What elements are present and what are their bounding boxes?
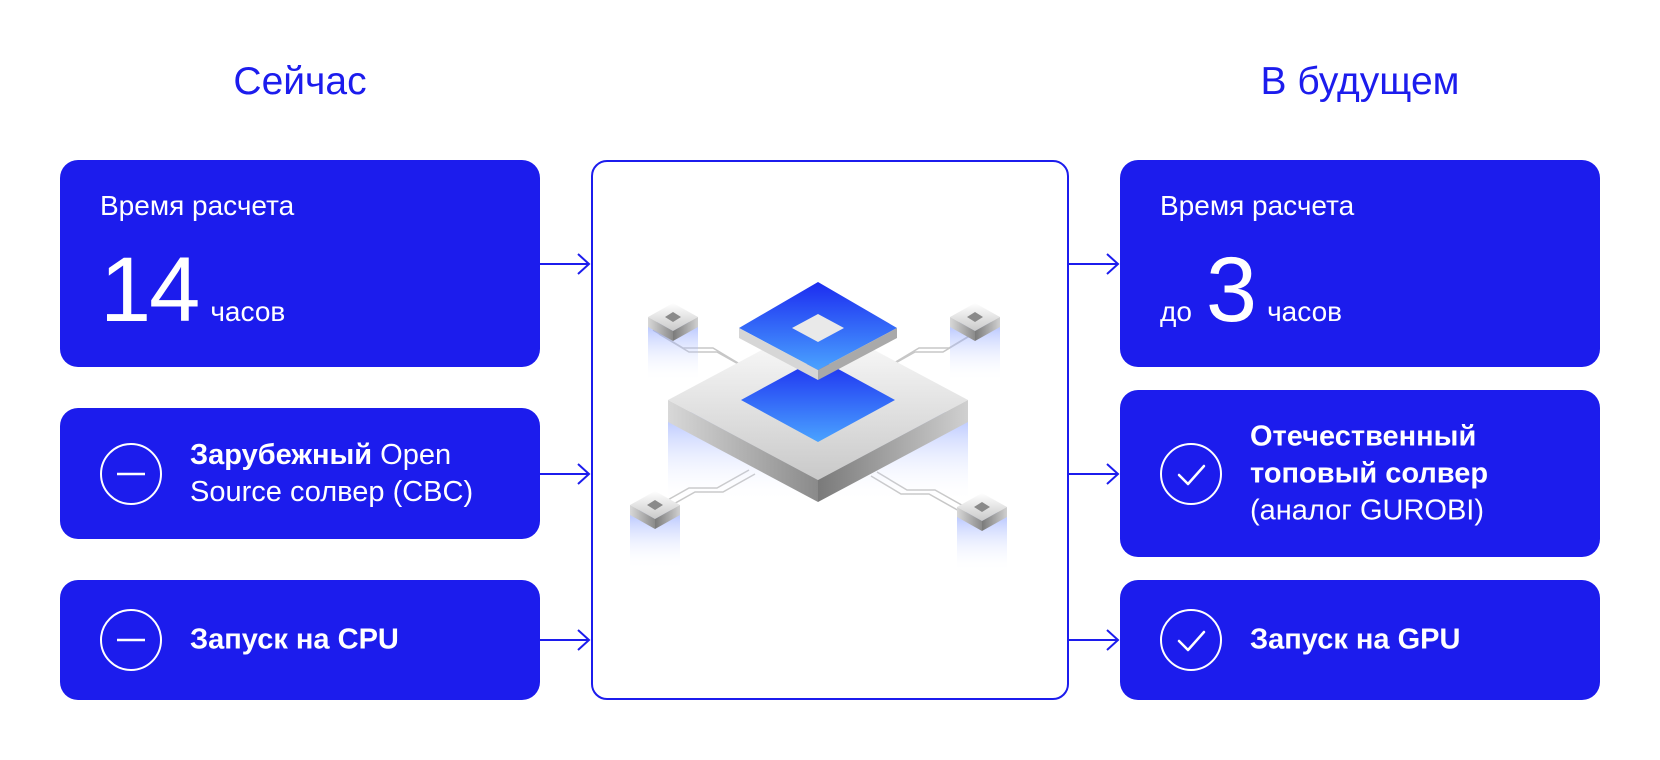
future-heading: В будущем	[1260, 60, 1460, 103]
future-solver-regular: (аналог GUROBI)	[1250, 494, 1484, 526]
current-launch-card: Запуск на CPU	[60, 580, 540, 700]
current-launch-text: Запуск на CPU	[190, 622, 540, 659]
future-solver-text: Отечественный топовый солвер (аналог GURO…	[1250, 418, 1600, 529]
future-time-label: Время расчета	[1160, 190, 1355, 221]
future-launch-text: Запуск на GPU	[1250, 622, 1600, 659]
current-heading: Сейчас	[233, 60, 367, 103]
check-circle-icon	[1160, 442, 1222, 505]
chip-top	[739, 282, 897, 380]
future-time-prefix: до	[1160, 296, 1192, 327]
future-time-value: 3	[1205, 239, 1257, 341]
check-circle-icon	[1160, 609, 1222, 671]
node-top-left	[648, 303, 698, 382]
current-solver-card: Зарубежный Open Source солвер (CBC)	[60, 408, 540, 539]
minus-circle-icon	[100, 442, 162, 505]
chip-base	[668, 320, 968, 502]
future-launch-bold: Запуск на GPU	[1250, 623, 1461, 656]
current-time-unit: часов	[210, 296, 286, 327]
future-solver-card: Отечественный топовый солвер (аналог GURO…	[1120, 390, 1600, 557]
current-solver-text: Зарубежный Open Source солвер (CBC)	[190, 437, 540, 511]
future-launch-card: Запуск на GPU	[1120, 580, 1600, 700]
current-solver-regular: Open Source солвер (CBC)	[190, 438, 474, 508]
node-top-right	[950, 303, 1000, 382]
node-bottom-right	[957, 493, 1007, 572]
future-time-unit: часов	[1267, 296, 1343, 327]
current-time-value: 14	[100, 239, 200, 341]
current-solver-bold: Зарубежный	[190, 438, 373, 471]
center-illustration-box	[591, 160, 1069, 700]
current-time-label: Время расчета	[100, 190, 295, 221]
node-bottom-left	[630, 491, 680, 570]
isometric-chip-icon	[630, 282, 1007, 572]
minus-circle-icon	[100, 609, 162, 671]
future-time-card: Время расчета до 3 часов	[1120, 160, 1600, 367]
current-time-card: Время расчета 14 часов	[60, 160, 540, 367]
future-solver-bold: Отечественный топовый солвер	[1250, 420, 1489, 489]
current-launch-bold: Запуск на CPU	[190, 623, 399, 656]
